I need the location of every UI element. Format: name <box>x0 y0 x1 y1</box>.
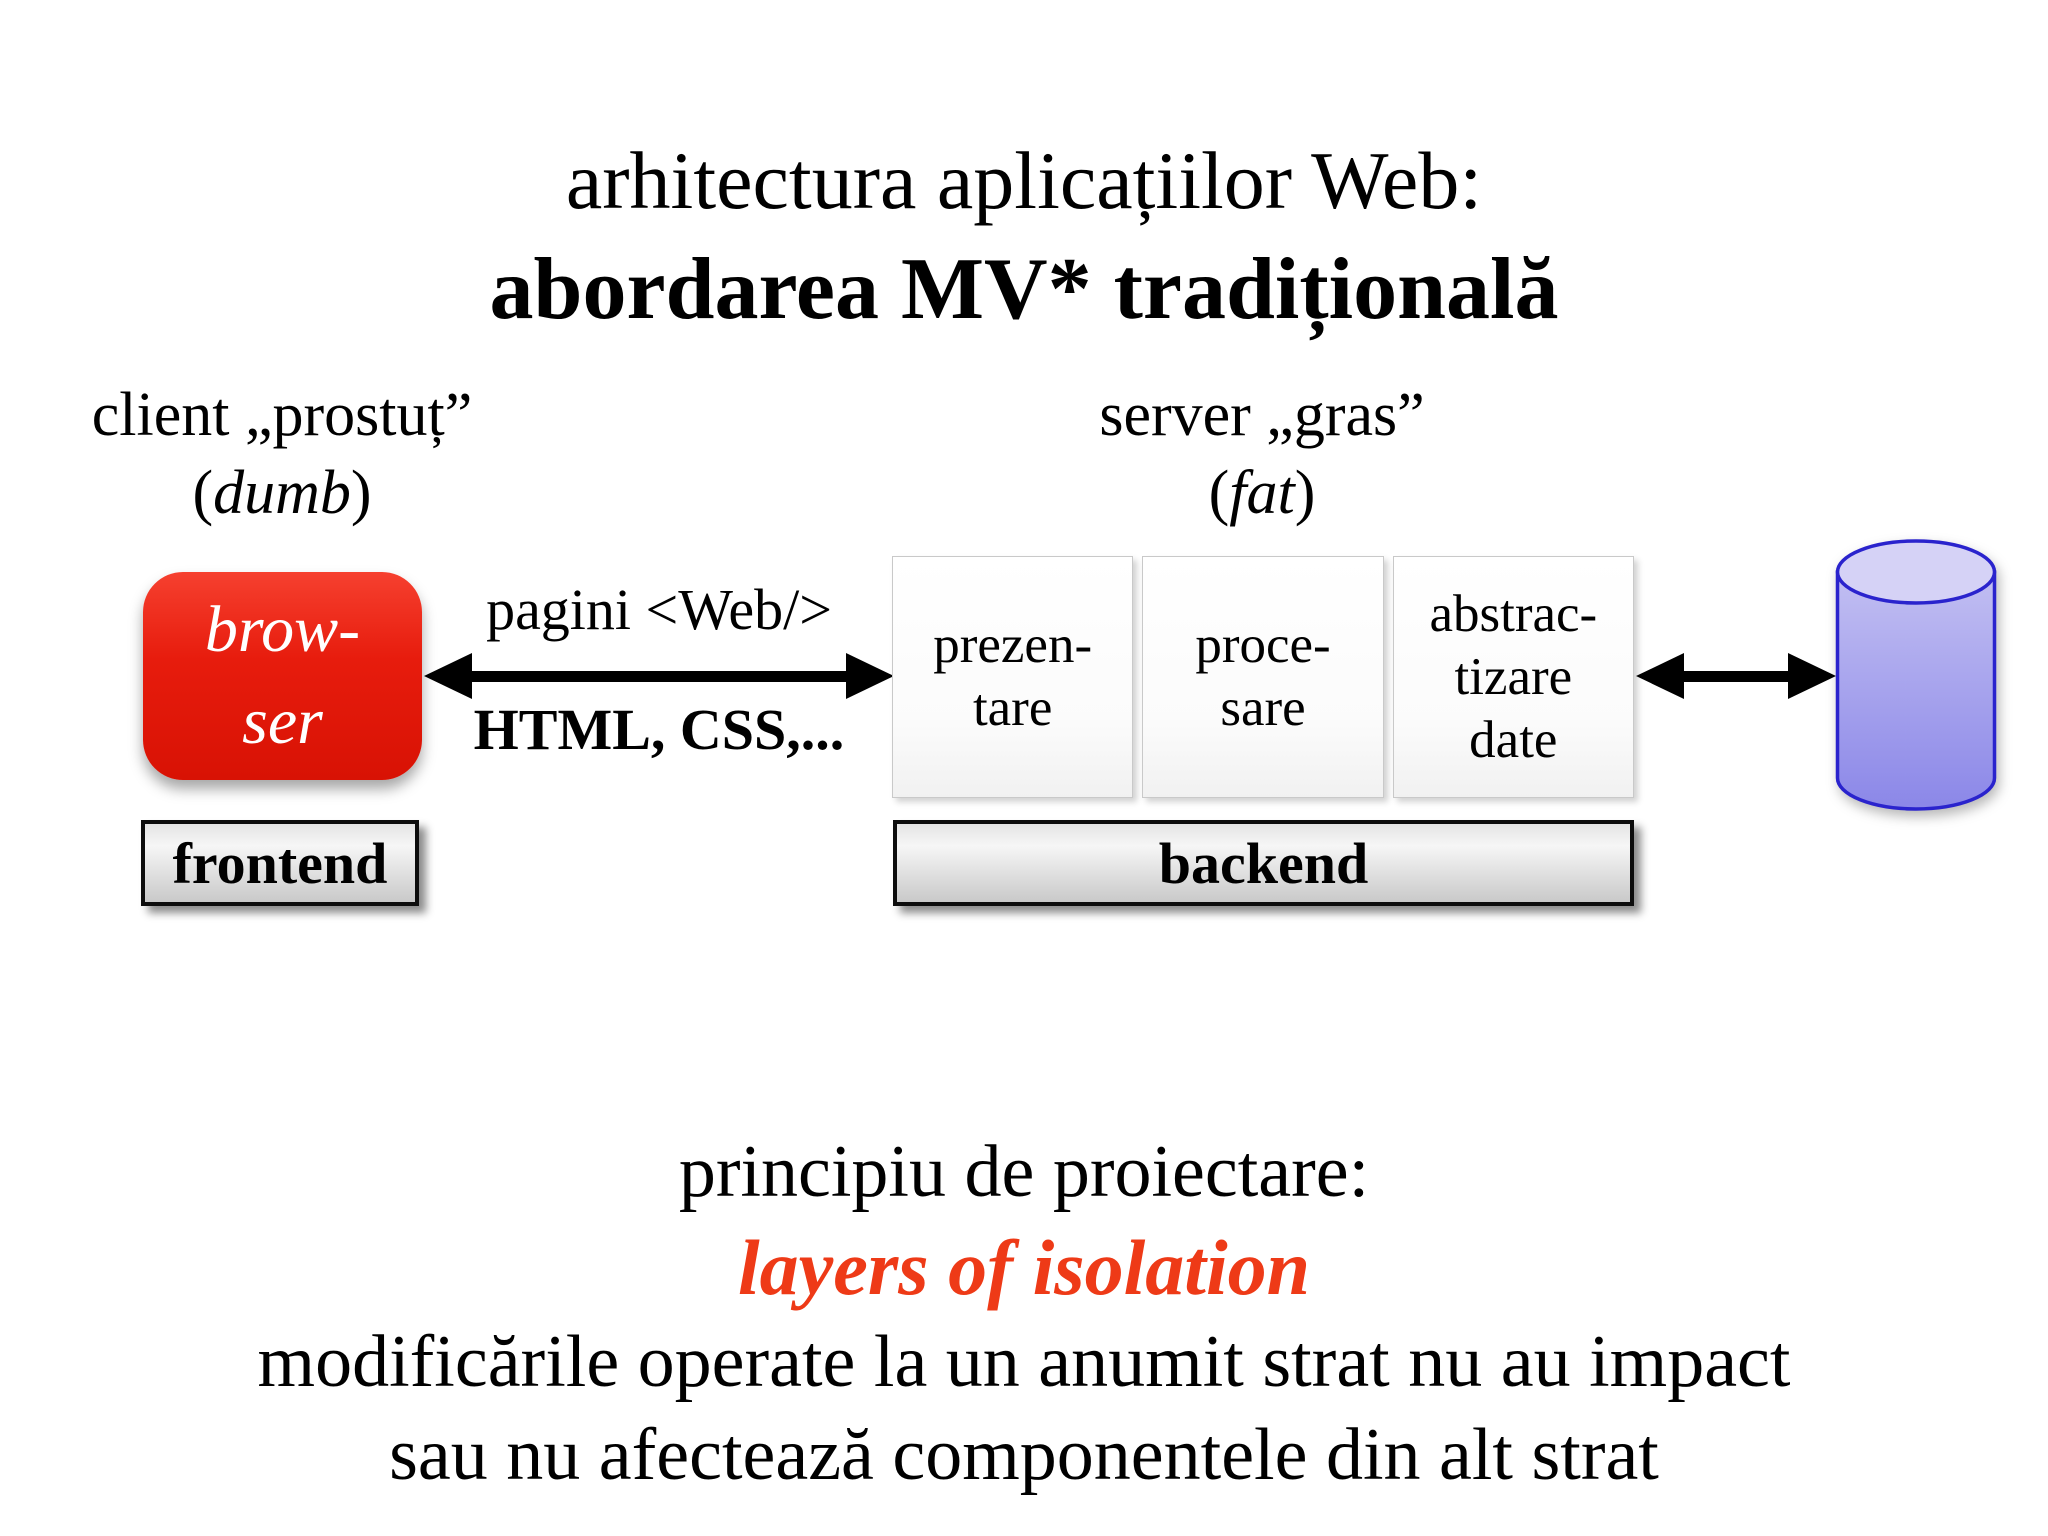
layer-box-processing: proce- sare <box>1142 556 1384 798</box>
principle-line-1: principiu de proiectare: <box>678 1131 1370 1213</box>
title-line-2: abordarea MV* tradițională <box>489 241 1559 338</box>
layer-label-line: tizare <box>1454 647 1573 706</box>
layer-label-line: prezen- <box>933 616 1093 674</box>
title-line-1: arhitectura aplicațiilor Web: <box>565 135 1483 226</box>
server-caption: server „gras” (fat) <box>1042 376 1482 532</box>
principle-block: principiu de proiectare: layers of isola… <box>0 1124 2048 1502</box>
client-caption-line1: client „prostuț” <box>91 381 473 449</box>
frontend-bar: frontend <box>141 820 419 906</box>
server-caption-line1: server „gras” <box>1099 381 1425 449</box>
layer-label-line: date <box>1469 710 1558 769</box>
layer-label-line: proce- <box>1195 616 1331 674</box>
transport-label-html-css: HTML, CSS,... <box>473 697 845 762</box>
arrow-shaft <box>1684 670 1788 682</box>
backend-layer-row: prezen- tare proce- sare abstrac- tizare… <box>892 556 1634 798</box>
client-caption-line2: (dumb) <box>62 454 502 532</box>
client-paren-close: ) <box>350 459 372 527</box>
double-arrow-icon <box>424 653 894 699</box>
arrowhead-left <box>1636 653 1684 699</box>
server-word: fat <box>1229 459 1295 527</box>
principle-line-3: modificările operate la un anumit strat … <box>257 1321 1791 1403</box>
slide-title: arhitectura aplicațiilor Web: abordarea … <box>0 128 2048 346</box>
arrowhead-right <box>1788 653 1836 699</box>
principle-line-2: layers of isolation <box>737 1224 1310 1311</box>
frontend-label: frontend <box>172 830 388 896</box>
database-cylinder-icon <box>1834 538 1998 814</box>
layer-label-line: abstrac- <box>1429 584 1598 643</box>
client-caption: client „prostuț” (dumb) <box>62 376 502 532</box>
server-caption-line2: (fat) <box>1042 454 1482 532</box>
backend-bar: backend <box>893 820 1634 906</box>
server-paren-open: ( <box>1208 459 1230 527</box>
client-word: dumb <box>213 459 351 527</box>
arrowhead-right <box>846 653 894 699</box>
arrowhead-left <box>424 653 472 699</box>
browser-label-line2: ser <box>242 685 323 758</box>
arrow-shaft <box>472 670 846 682</box>
double-arrow-icon <box>1636 653 1836 699</box>
principle-line-4: sau nu afectează componentele din alt st… <box>389 1414 1659 1496</box>
layer-label-line: sare <box>1220 679 1306 737</box>
server-paren-close: ) <box>1294 459 1316 527</box>
client-paren-open: ( <box>192 459 214 527</box>
transport-label-pages: pagini <Web/> <box>486 577 832 642</box>
layer-box-presentation: prezen- tare <box>892 556 1134 798</box>
browser-label-line1: brow- <box>204 593 361 666</box>
layer-label-line: tare <box>972 679 1053 737</box>
backend-label: backend <box>1158 830 1369 896</box>
browser-node: brow- ser <box>143 572 422 780</box>
layer-box-data-abstraction: abstrac- tizare date <box>1392 556 1634 798</box>
